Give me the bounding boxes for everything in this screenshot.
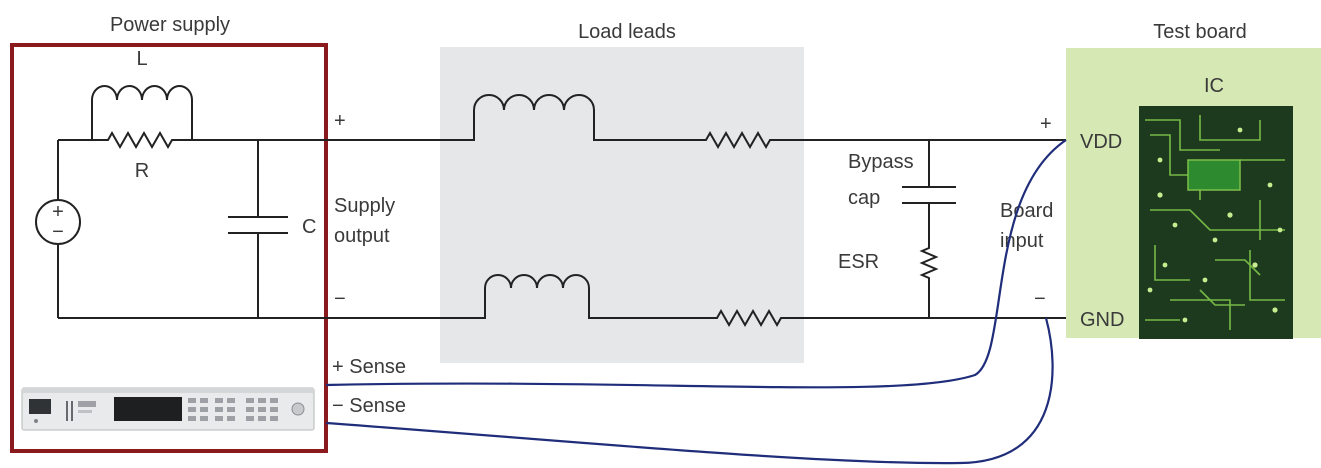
source-plus-sign: + bbox=[52, 201, 64, 223]
load-lead-bottom bbox=[326, 274, 1066, 328]
bypass-cap-label-line2: cap bbox=[848, 187, 880, 209]
bypass-cap-esr bbox=[902, 140, 956, 318]
board-plus-sign: + bbox=[1040, 113, 1052, 135]
board-input-label-line1: Board bbox=[1000, 200, 1053, 222]
test-board-title: Test board bbox=[1153, 21, 1246, 43]
bypass-cap-label-line1: Bypass bbox=[848, 151, 914, 173]
plus-sense-label: + Sense bbox=[332, 356, 406, 378]
supply-minus-sign: − bbox=[334, 288, 346, 310]
power-supply-box bbox=[10, 43, 328, 453]
ic-circuit-board-image bbox=[1139, 106, 1293, 339]
gnd-label: GND bbox=[1080, 309, 1124, 331]
load-lead-top bbox=[326, 94, 1066, 150]
resistor-label-R: R bbox=[135, 160, 149, 182]
load-leads-title: Load leads bbox=[578, 21, 676, 43]
supply-plus-sign: + bbox=[334, 110, 346, 132]
capacitor-label-C: C bbox=[302, 216, 316, 238]
ic-label: IC bbox=[1204, 75, 1224, 97]
psu-circuit bbox=[35, 85, 326, 319]
supply-output-label-line2: output bbox=[334, 225, 390, 247]
minus-sense-label: − Sense bbox=[332, 395, 406, 417]
power-supply-title: Power supply bbox=[110, 14, 230, 36]
power-supply-instrument-image bbox=[21, 387, 315, 431]
vdd-label: VDD bbox=[1080, 131, 1122, 153]
inductor-label-L: L bbox=[136, 48, 147, 70]
source-minus-sign: − bbox=[52, 221, 64, 243]
supply-output-label-line1: Supply bbox=[334, 195, 395, 217]
sense-wires bbox=[325, 139, 1067, 465]
esr-label: ESR bbox=[838, 251, 879, 273]
board-minus-sign: − bbox=[1034, 288, 1046, 310]
